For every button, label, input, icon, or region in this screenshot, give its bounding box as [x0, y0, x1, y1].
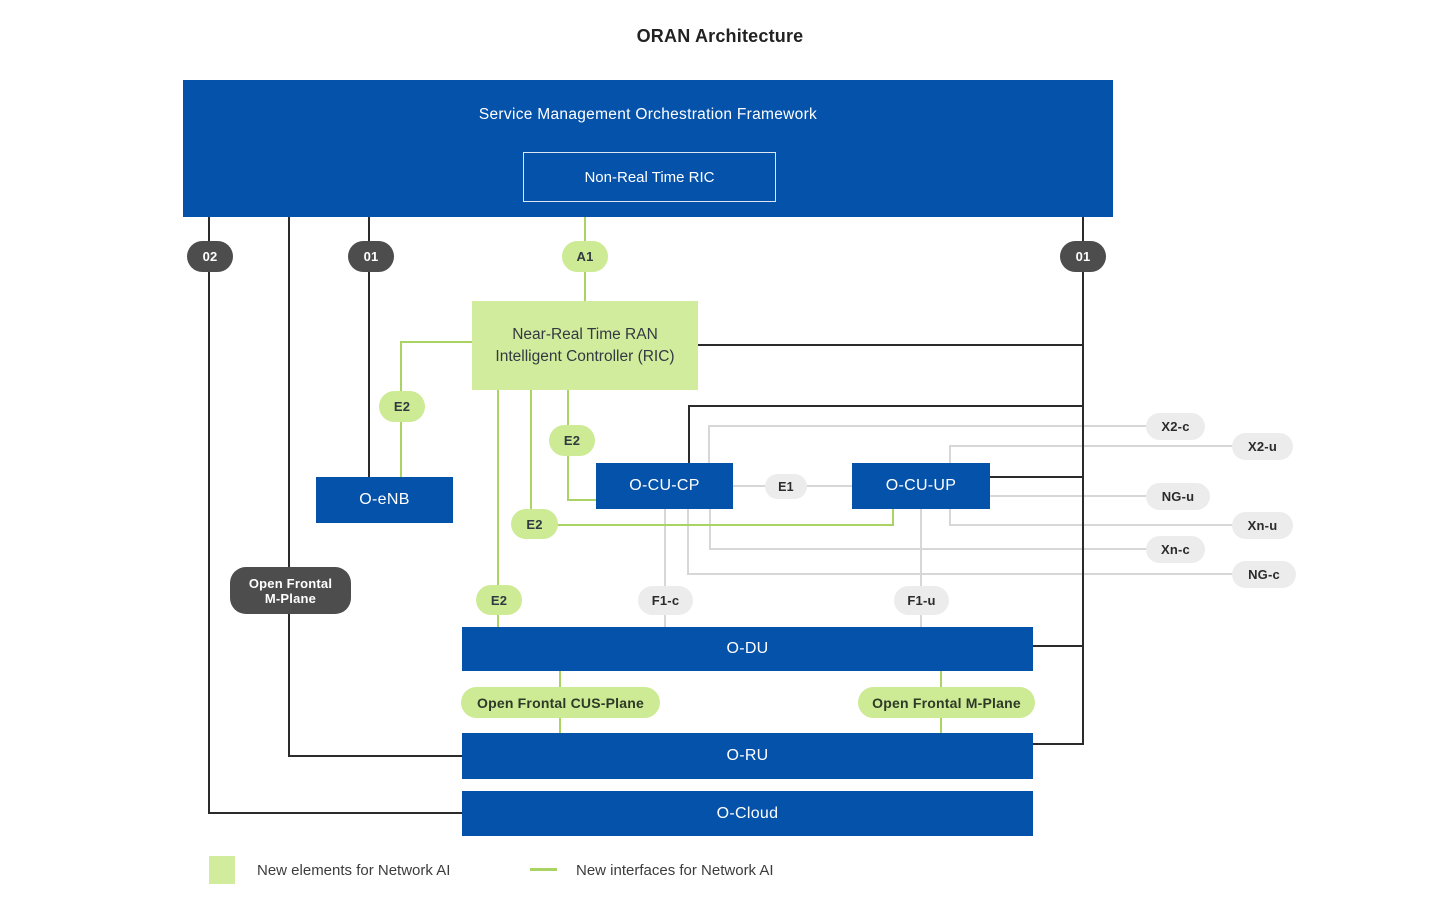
connector-f1u-line: [920, 509, 922, 628]
o-cloud-box: O-Cloud: [462, 791, 1033, 836]
o-cu-up-label: O-CU-UP: [885, 477, 957, 494]
badge-x2-c: X2-c: [1146, 413, 1205, 440]
connector-xnc-line: [709, 548, 1148, 550]
connector-e2-odu-line: [497, 390, 499, 627]
o-cloud-label: O-Cloud: [716, 804, 779, 822]
connector-ofm-horizontal: [288, 755, 462, 757]
connector-xnu-line: [949, 524, 1234, 526]
connector-o1-odu-stub: [1032, 645, 1084, 647]
badge-open-frontal-m-plane-smo-line2: M-Plane: [264, 590, 317, 606]
o-cu-up-box: O-CU-UP: [852, 463, 990, 509]
badge-open-frontal-cus-plane: Open Frontal CUS-Plane: [461, 687, 660, 718]
o-cu-cp-label: O-CU-CP: [629, 477, 700, 494]
badge-ng-c: NG-c: [1232, 561, 1296, 588]
connector-x2u-line: [949, 445, 1234, 447]
near-rt-ric-box: Near-Real Time RAN Intelligent Controlle…: [472, 301, 698, 390]
connector-o1-ocucp-vertical: [688, 405, 690, 463]
badge-e2-odu: E2: [476, 585, 522, 615]
connector-o1-oru-stub: [1032, 743, 1084, 745]
badge-e1: E1: [765, 474, 807, 499]
connector-e2-enb-horizontal: [400, 341, 472, 343]
connector-e2-ocuup-horizontal: [530, 524, 894, 526]
connector-o2-vertical: [208, 217, 210, 814]
connector-f1c-line: [664, 509, 666, 628]
o-du-label: O-DU: [726, 640, 769, 657]
badge-o1-right: 01: [1060, 241, 1106, 272]
o-cu-cp-box: O-CU-CP: [596, 463, 733, 509]
badge-f1-u: F1-u: [894, 586, 949, 615]
connector-ngc-vertical: [687, 509, 689, 575]
legend-new-interfaces-swatch: [530, 868, 557, 871]
connector-ngu-line: [989, 495, 1148, 497]
diagram-title: ORAN Architecture: [636, 26, 804, 46]
o-enb-label: O-eNB: [359, 491, 410, 508]
connector-o1-ocuup-stub: [989, 476, 1084, 478]
badge-open-frontal-m-plane-smo: Open Frontal M-Plane: [230, 567, 351, 614]
non-rt-ric-label: Non-Real Time RIC: [584, 168, 715, 186]
connector-ngc-line: [687, 573, 1234, 575]
badge-e2-ocucp: E2: [549, 425, 595, 456]
o-enb-box: O-eNB: [316, 477, 453, 523]
near-rt-ric-label-line1: Near-Real Time RAN: [512, 325, 658, 343]
connector-ofm-vertical: [288, 217, 290, 757]
connector-o1-ric-line: [697, 344, 1084, 346]
connector-x2c-line: [708, 425, 1148, 427]
o-du-box: O-DU: [462, 627, 1033, 671]
legend-new-interfaces-label: New interfaces for Network AI: [576, 861, 774, 879]
legend-new-elements-swatch: [209, 856, 235, 884]
badge-o2: 02: [187, 241, 233, 272]
connector-o1-right-vertical: [1082, 217, 1084, 745]
badge-open-frontal-m-plane-smo-line1: Open Frontal: [248, 575, 333, 591]
badge-e2-enb: E2: [379, 391, 425, 422]
connector-xnc-vertical: [709, 509, 711, 550]
badge-x2-u: X2-u: [1232, 433, 1293, 460]
badge-f1-c: F1-c: [638, 586, 693, 615]
badge-xn-c: Xn-c: [1146, 536, 1205, 563]
near-rt-ric-label-line2: Intelligent Controller (RIC): [495, 347, 675, 365]
o-ru-label: O-RU: [726, 747, 769, 764]
connector-o2-horizontal: [208, 812, 462, 814]
badge-e2-ocuup: E2: [511, 509, 558, 539]
connector-e2-ocucp-horizontal: [567, 499, 597, 501]
smo-framework-box: Service Management Orchestration Framewo…: [183, 80, 1113, 217]
connector-o1-ocucp-horizontal: [688, 405, 1084, 407]
badge-ng-u: NG-u: [1146, 483, 1210, 510]
badge-o1-left: 01: [348, 241, 394, 272]
smo-framework-label: Service Management Orchestration Framewo…: [478, 106, 818, 123]
connector-x2c-vertical: [708, 425, 710, 463]
connector-o1-enb-line: [368, 217, 370, 477]
badge-xn-u: Xn-u: [1232, 512, 1293, 539]
connector-e2-ocuup-riser: [892, 508, 894, 526]
legend-new-elements-label: New elements for Network AI: [257, 861, 451, 879]
badge-open-frontal-m-plane: Open Frontal M-Plane: [858, 687, 1035, 718]
connector-e2-ocuup-vertical: [530, 390, 532, 525]
non-rt-ric-box: Non-Real Time RIC: [523, 152, 776, 202]
badge-a1: A1: [562, 241, 608, 272]
o-ru-box: O-RU: [462, 733, 1033, 779]
